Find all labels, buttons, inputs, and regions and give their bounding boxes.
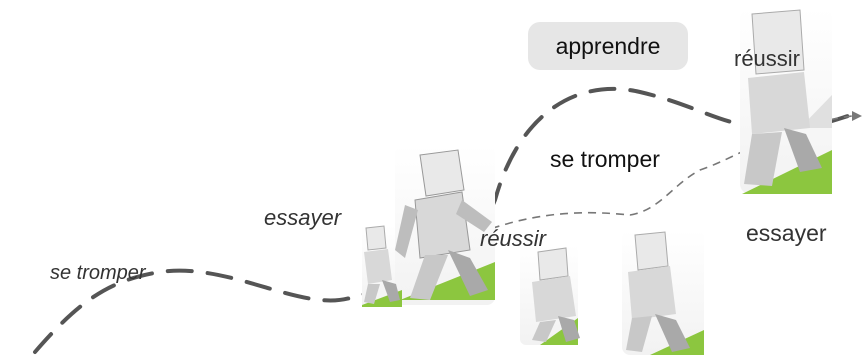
walking-figure-icon <box>532 247 580 342</box>
reussir-label-italic: réussir <box>480 226 547 251</box>
walking-figure-icon <box>364 225 400 304</box>
walking-figure-icon <box>395 149 492 300</box>
se-tromper-label-italic: se tromper <box>50 262 146 284</box>
path-arrowhead <box>852 111 862 121</box>
apprendre-label: apprendre <box>555 32 661 59</box>
essayer-label-right: essayer <box>746 220 827 246</box>
reussir-label-top: réussir <box>734 46 801 71</box>
essayer-label-italic: essayer <box>264 205 342 230</box>
figure-tile-right <box>740 8 832 194</box>
apprendre-box: apprendre <box>528 22 688 70</box>
figure-tile-essayer-left <box>362 145 495 307</box>
walking-figure-icon <box>626 231 690 352</box>
walking-figure-icon <box>744 9 822 186</box>
figure-tile-reussir-middle <box>520 230 704 355</box>
thin-dashed-path <box>439 115 853 251</box>
se-tromper-label-center: se tromper <box>550 146 660 172</box>
